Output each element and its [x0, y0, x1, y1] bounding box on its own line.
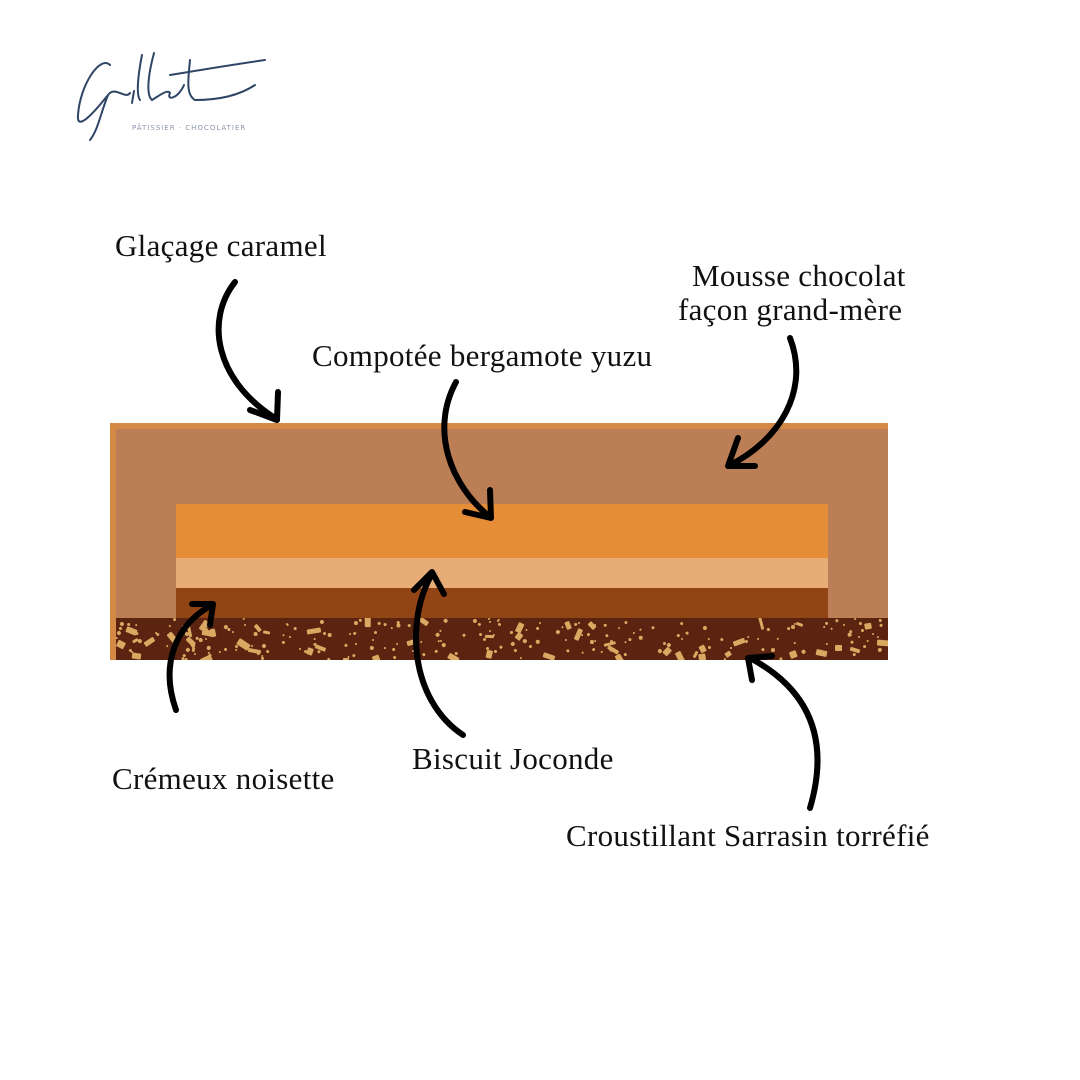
guillet-logo — [76, 52, 266, 141]
label-mousse-line1: Mousse chocolat — [692, 258, 906, 293]
arrow-glacage — [215, 279, 281, 423]
label-croustillant: Croustillant Sarrasin torréfié — [566, 818, 930, 853]
label-mousse-line2: façon grand-mère — [678, 292, 903, 327]
layer-compotee — [176, 504, 828, 558]
layer-cremeux — [176, 588, 828, 618]
label-glacage: Glaçage caramel — [115, 228, 327, 263]
label-cremeux: Crémeux noisette — [112, 761, 335, 796]
layer-biscuit — [176, 558, 828, 588]
label-biscuit: Biscuit Joconde — [412, 741, 614, 776]
arrow-compotee — [441, 379, 494, 521]
layer-croustillant — [116, 618, 888, 660]
label-compotee: Compotée bergamote yuzu — [312, 338, 653, 373]
logo-subtitle: PÂTISSIER · CHOCOLATIER — [132, 124, 247, 132]
arrow-croustillant — [745, 653, 821, 811]
arrow-biscuit — [411, 569, 466, 738]
arrow-mousse — [725, 335, 800, 469]
arrow-cremeux — [166, 601, 216, 713]
